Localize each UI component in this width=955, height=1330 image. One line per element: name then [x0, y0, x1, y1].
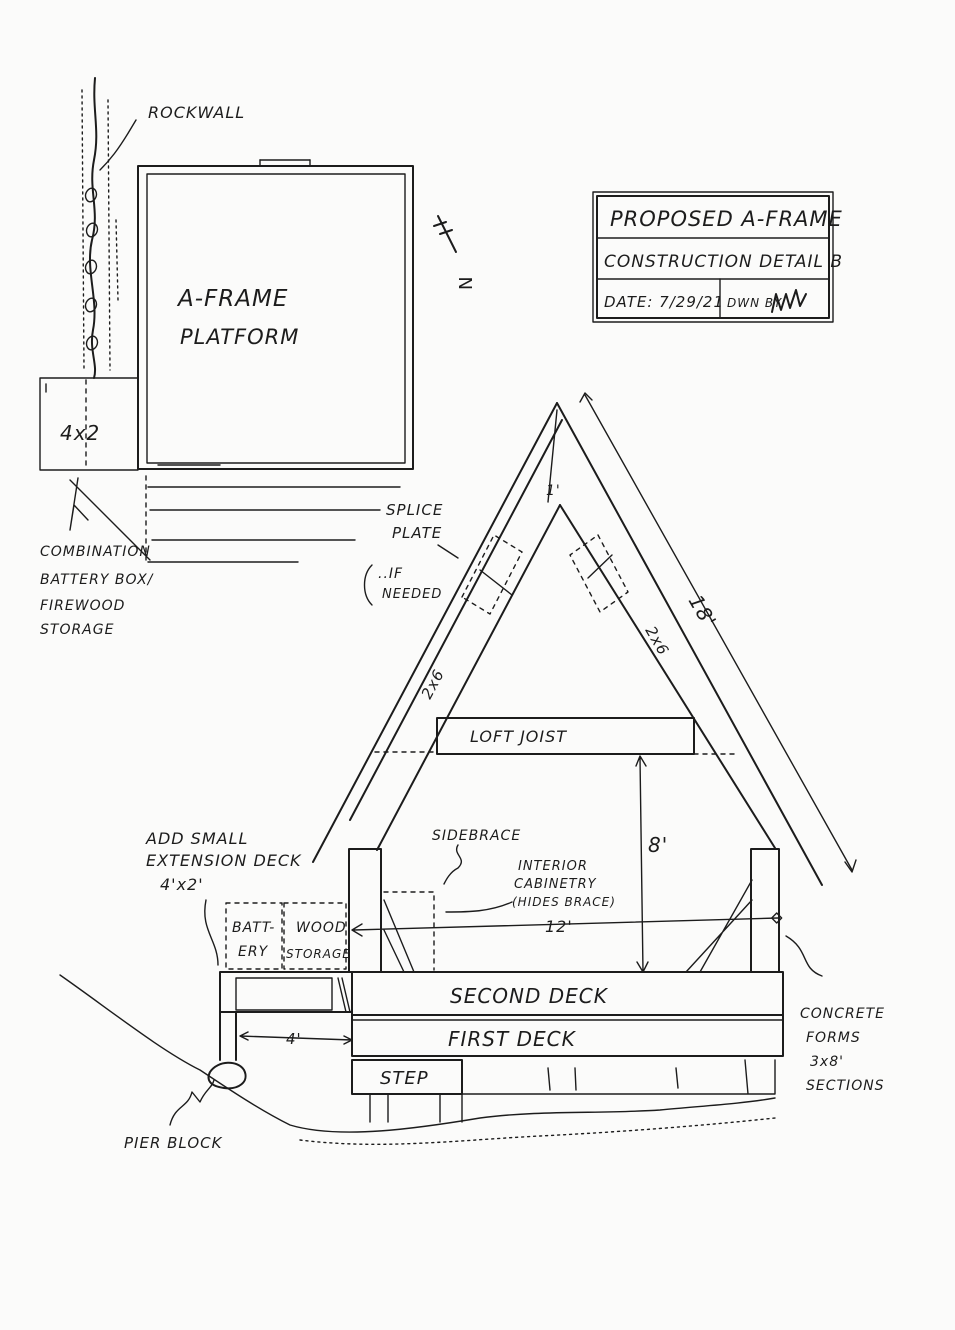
peak-width-dim: 1'	[546, 483, 561, 499]
wood-label-1: WOOD	[296, 920, 347, 936]
battery-label-2: ERY	[238, 944, 269, 960]
concrete-label-4: SECTIONS	[806, 1078, 885, 1094]
battery-label-1: BATT-	[232, 920, 275, 936]
height-dim: 8'	[648, 833, 668, 857]
title-block: PROPOSED A-FRAME CONSTRUCTION DETAIL B D…	[592, 191, 843, 323]
rafter-left-label: 2x6	[418, 666, 448, 702]
combo-label-1: COMBINATION	[40, 544, 151, 560]
storage-box-dim: 4x2	[60, 421, 100, 445]
rafter-length-dim: 18'	[684, 591, 722, 632]
extension-label-1: ADD SMALL	[145, 829, 248, 848]
north-arrow-icon: N	[433, 215, 477, 290]
if-needed-1: ..IF	[378, 566, 403, 582]
pier-block-label: PIER BLOCK	[124, 1134, 223, 1152]
pier-block	[207, 1061, 247, 1090]
cabinetry-label-1: INTERIOR	[518, 859, 588, 874]
title-line-1: PROPOSED A-FRAME	[610, 207, 843, 231]
span-dim: 12'	[545, 917, 573, 936]
first-deck	[351, 1014, 784, 1057]
title-drawn-by: DWN BY	[727, 296, 783, 310]
loft-joist	[436, 717, 695, 755]
title-line-2: CONSTRUCTION DETAIL B	[604, 252, 843, 272]
combo-label-3: FIREWOOD	[40, 598, 125, 614]
splice-label-1: SPLICE	[386, 501, 443, 519]
step-label: STEP	[380, 1068, 429, 1089]
second-deck-label: SECOND DECK	[450, 984, 609, 1008]
plan-view: A-FRAME PLATFORM ROCKWALL 4x2 COMBINATIO…	[39, 77, 477, 638]
concrete-label-2: FORMS	[806, 1030, 861, 1046]
rockwall	[88, 77, 98, 379]
loft-joist-label: LOFT JOIST	[470, 727, 567, 746]
splice-label-2: PLATE	[392, 524, 442, 542]
span-dim-line	[351, 917, 779, 937]
elevation-view: 1' SPLICE PLATE ..IF NEEDED 2x6 2x6 18' …	[59, 392, 885, 1152]
left-rafter	[312, 402, 558, 863]
extension-deck	[219, 971, 353, 1013]
rockwall-label: ROCKWALL	[148, 103, 245, 122]
platform-label-2: PLATFORM	[180, 325, 299, 349]
if-needed-2: NEEDED	[382, 587, 442, 602]
signature-initials	[771, 289, 807, 313]
wood-label-2: STORAGE	[286, 947, 351, 961]
combo-label-2: BATTERY BOX/	[40, 572, 154, 588]
storage-box	[39, 377, 139, 471]
platform-outline	[137, 165, 414, 470]
extension-label-3: 4'x2'	[160, 875, 204, 894]
platform-label-1: A-FRAME	[176, 286, 288, 312]
left-post	[348, 848, 382, 973]
title-date: DATE: 7/29/21	[604, 293, 724, 311]
ext-dim: 4'	[286, 1030, 302, 1048]
concrete-label-1: CONCRETE	[800, 1006, 885, 1022]
concrete-label-3: 3x8'	[810, 1054, 844, 1070]
first-deck-label: FIRST DECK	[448, 1027, 577, 1051]
cabinetry-label-3: (HIDES BRACE)	[512, 895, 616, 909]
rafter-length-dim-line	[584, 394, 853, 871]
right-post	[750, 848, 780, 973]
north-label: N	[456, 277, 477, 290]
sidebrace-label: SIDEBRACE	[432, 828, 521, 844]
extension-label-2: EXTENSION DECK	[146, 851, 302, 870]
right-rafter	[556, 402, 823, 886]
ground-line	[59, 974, 776, 1133]
cabinetry-label-2: CABINETRY	[514, 877, 597, 892]
combo-label-4: STORAGE	[40, 622, 114, 638]
